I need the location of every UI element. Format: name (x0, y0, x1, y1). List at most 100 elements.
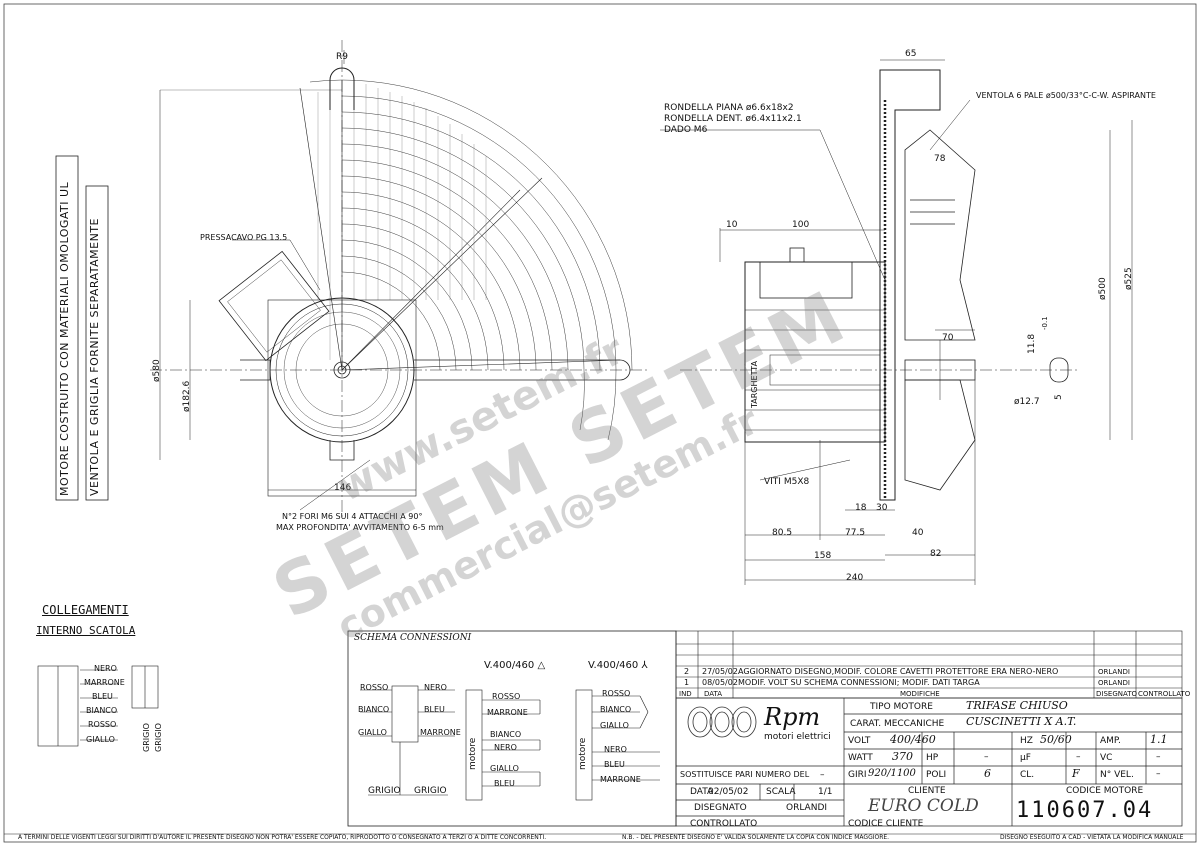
hp-label: HP (926, 753, 939, 763)
rev-header: MODIFICHE (900, 690, 940, 698)
dim-r9: R9 (336, 52, 348, 62)
dim-70: 70 (942, 333, 954, 343)
codmotore-label: CODICE MOTORE (1066, 786, 1144, 796)
dim-d500: ø500 (1098, 277, 1108, 300)
grigio-label: GRIGIO (154, 723, 163, 752)
dim-d12-7: ø12.7 (1014, 397, 1040, 407)
delta-title: V.400/460 △ (484, 660, 546, 671)
rev-ind: 1 (684, 678, 690, 687)
ventola-label: VENTOLA 6 PALE ø500/33°C-C-W. ASPIRANTE (976, 91, 1156, 100)
scala-label: SCALA (766, 787, 796, 797)
wire-label: ROSSO (88, 720, 117, 729)
rev-ind: 2 (684, 667, 690, 676)
dim-10: 10 (726, 220, 738, 230)
dim-65: 65 (905, 49, 917, 59)
rev-disegnato: ORLANDI (1098, 668, 1130, 676)
schema-title: SCHEMA CONNESSIONI (354, 633, 472, 643)
viti-label: VITI M5X8 (764, 477, 810, 487)
wire-label: GIALLO (86, 735, 115, 744)
grigio-label: GRIGIO (142, 723, 151, 752)
delta-wire: GIALLO (490, 764, 519, 773)
wire-label: NERO (94, 664, 117, 673)
schema-right-wire: MARRONE (420, 728, 461, 737)
star-wire: BLEU (604, 760, 625, 769)
tipo-value: TRIFASE CHIUSO (966, 699, 1068, 712)
codcliente-label: CODICE CLIENTE (848, 819, 924, 829)
nvel-value: – (1156, 769, 1161, 779)
schema-right-wire: BLEU (424, 705, 445, 714)
dim-40: 40 (912, 528, 924, 538)
delta-wire: BLEU (494, 779, 515, 788)
nvel-label: N° VEL. (1100, 770, 1134, 780)
logo-text: Rpm (764, 703, 821, 731)
dim-240: 240 (846, 573, 864, 583)
rev-header: DISEGNATO (1096, 690, 1138, 698)
schema-left-wire: BIANCO (358, 705, 390, 714)
uf-label: µF (1020, 753, 1031, 763)
volt-value: 400/460 (890, 733, 936, 746)
schema-left-wire: ROSSO (360, 683, 389, 692)
rev-header: DATA (704, 690, 723, 698)
controllato-label: CONTROLLATO (690, 819, 758, 829)
star-wire: GIALLO (600, 721, 629, 730)
footer-nb: N.B. - DEL PRESENTE DISEGNO E' VALIDA SO… (622, 834, 890, 841)
hz-value: 50/60 (1040, 733, 1072, 746)
rev-header: IND (679, 690, 692, 698)
fori-note-2: MAX PROFONDITA' AVVITAMENTO 6-5 mm (276, 523, 444, 532)
dim-80-5: 80.5 (772, 528, 793, 538)
carat-label: CARAT. MECCANICHE (850, 719, 945, 729)
schema-grigio-2: GRIGIO (414, 786, 447, 796)
delta-wire: ROSSO (492, 692, 521, 701)
dim-18: 18 (855, 503, 867, 513)
cliente-label: CLIENTE (908, 786, 946, 796)
disegnato-label: DISEGNATO (694, 803, 747, 813)
motore-label: motore (578, 737, 588, 770)
wire-label: BLEU (92, 692, 113, 701)
dim-5: 5 (1054, 394, 1064, 400)
sost-label: SOSTITUISCE PARI NUMERO DEL (680, 770, 810, 779)
amp-label: AMP. (1100, 736, 1121, 746)
rev-disegnato: ORLANDI (1098, 679, 1130, 687)
volt-label: VOLT (848, 736, 871, 746)
collegamenti-title: COLLEGAMENTI (42, 603, 129, 617)
vc-label: VC (1100, 753, 1113, 763)
dim-11-8: 11.8 (1027, 333, 1037, 354)
sost-value: – (820, 770, 825, 780)
rev-date: 27/05/02 (702, 667, 738, 676)
rondella-dent: RONDELLA DENT. ø6.4x11x2.1 (664, 114, 802, 124)
hz-label: HZ (1020, 736, 1033, 746)
data-label: DATA (690, 787, 714, 797)
cl-label: CL. (1020, 770, 1035, 780)
rev-modifiche: AGGIORNATO DISEGNO,MODIF. COLORE CAVETTI… (738, 667, 1059, 676)
cliente-value: EURO COLD (868, 796, 979, 816)
star-wire: MARRONE (600, 775, 641, 784)
schema-grigio-1: GRIGIO (368, 786, 401, 796)
rpm-logo-mark (687, 706, 757, 738)
poli-value: 6 (984, 767, 991, 780)
carat-value: CUSCINETTI X A.T. (966, 715, 1077, 728)
rev-modifiche: MODIF. VOLT SU SCHEMA CONNESSIONI; MODIF… (738, 678, 980, 687)
star-wire: BIANCO (600, 705, 632, 714)
dim-100: 100 (792, 220, 810, 230)
data-value: 02/05/02 (708, 787, 749, 797)
cl-value: F (1072, 767, 1080, 780)
dim-78: 78 (934, 154, 946, 164)
codmotore-value: 110607.04 (1016, 798, 1154, 823)
star-wire: NERO (604, 745, 627, 754)
dim-tolerance: -0.1 (1041, 316, 1049, 330)
delta-wire: NERO (494, 743, 517, 752)
tipo-label: TIPO MOTORE (870, 702, 933, 712)
wire-label: MARRONE (84, 678, 125, 687)
footer-copyright: A TERMINI DELLE VIGENTI LEGGI SUI DIRITT… (18, 834, 547, 841)
wire-label: BIANCO (86, 706, 118, 715)
uf-value: – (1076, 752, 1081, 762)
delta-wire: MARRONE (487, 708, 528, 717)
dim-77-5: 77.5 (845, 528, 866, 538)
vc-value: – (1156, 752, 1161, 762)
star-wire: ROSSO (602, 689, 631, 698)
schema-left-wire: GIALLO (358, 728, 387, 737)
giri-value: 920/1100 (868, 768, 916, 779)
watt-value: 370 (892, 750, 913, 763)
fori-note-1: N°2 FORI M6 SUI 4 ATTACCHI A 90° (282, 512, 423, 521)
pressacavo-label: PRESSACAVO PG 13.5 (200, 233, 288, 242)
